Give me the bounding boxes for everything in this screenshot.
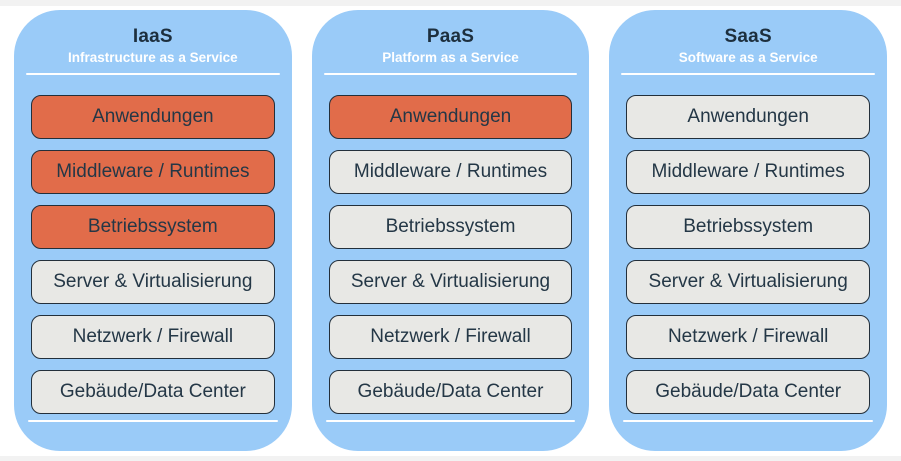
- layer-netzwerk-firewall: Netzwerk / Firewall: [328, 315, 573, 359]
- layer-stack-paas: Anwendungen Middleware / Runtimes Betrie…: [328, 95, 573, 414]
- layer-betriebssystem: Betriebssystem: [626, 205, 871, 249]
- layer-gebaeude-data-center: Gebäude/Data Center: [626, 370, 871, 414]
- column-paas-header: PaaS Platform as a Service: [312, 25, 590, 75]
- footer-divider: [623, 420, 874, 422]
- column-saas: SaaS Software as a Service Anwendungen M…: [609, 10, 888, 451]
- footer-divider: [28, 420, 278, 422]
- column-paas-subtitle: Platform as a Service: [382, 50, 519, 65]
- layer-server-virtualisierung: Server & Virtualisierung: [626, 260, 871, 304]
- layer-anwendungen: Anwendungen: [626, 95, 871, 139]
- column-saas-subtitle: Software as a Service: [678, 50, 818, 65]
- layer-server-virtualisierung: Server & Virtualisierung: [328, 260, 573, 304]
- column-iaas-subtitle: Infrastructure as a Service: [68, 50, 238, 65]
- column-paas-title: PaaS: [426, 26, 475, 47]
- layer-server-virtualisierung: Server & Virtualisierung: [31, 260, 275, 304]
- layer-betriebssystem: Betriebssystem: [31, 205, 275, 249]
- footer-divider: [325, 420, 576, 422]
- page-bottom-strip: [0, 456, 901, 461]
- layer-stack-iaas: Anwendungen Middleware / Runtimes Betrie…: [31, 95, 275, 414]
- layer-middleware-runtimes: Middleware / Runtimes: [328, 150, 573, 194]
- column-saas-header: SaaS Software as a Service: [609, 25, 887, 75]
- layer-anwendungen: Anwendungen: [328, 95, 573, 139]
- layer-gebaeude-data-center: Gebäude/Data Center: [328, 370, 573, 414]
- column-iaas-header: IaaS Infrastructure as a Service: [14, 25, 292, 75]
- layer-gebaeude-data-center: Gebäude/Data Center: [31, 370, 275, 414]
- header-divider: [26, 73, 280, 75]
- header-divider: [323, 73, 578, 75]
- layer-middleware-runtimes: Middleware / Runtimes: [626, 150, 871, 194]
- column-saas-title: SaaS: [724, 26, 772, 47]
- layer-betriebssystem: Betriebssystem: [328, 205, 573, 249]
- cloud-service-models-diagram: IaaS Infrastructure as a Service Anwendu…: [14, 10, 888, 451]
- column-iaas-title: IaaS: [132, 26, 173, 47]
- page-top-strip: [0, 0, 901, 6]
- layer-middleware-runtimes: Middleware / Runtimes: [31, 150, 275, 194]
- layer-netzwerk-firewall: Netzwerk / Firewall: [626, 315, 871, 359]
- layer-stack-saas: Anwendungen Middleware / Runtimes Betrie…: [626, 95, 871, 414]
- column-iaas: IaaS Infrastructure as a Service Anwendu…: [14, 10, 292, 451]
- column-paas: PaaS Platform as a Service Anwendungen M…: [311, 10, 590, 451]
- layer-netzwerk-firewall: Netzwerk / Firewall: [31, 315, 275, 359]
- header-divider: [621, 73, 876, 75]
- layer-anwendungen: Anwendungen: [31, 95, 275, 139]
